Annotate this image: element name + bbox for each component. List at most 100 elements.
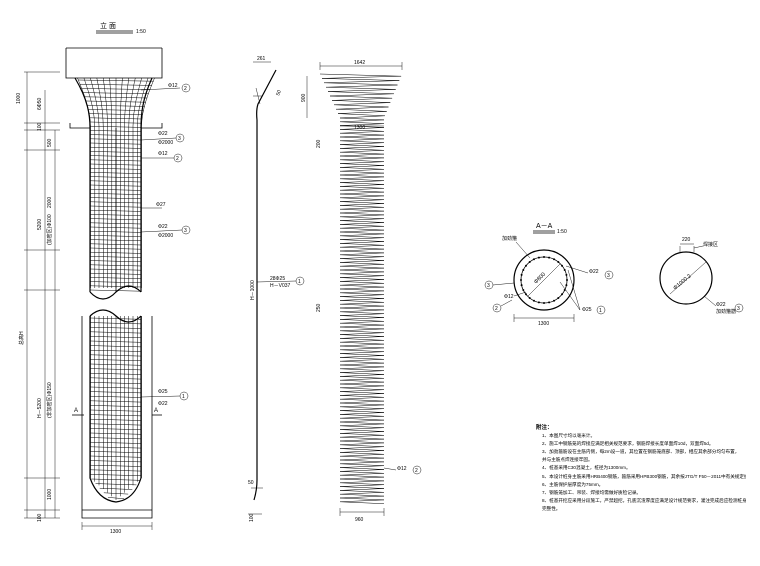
main-bar-dot [561,264,563,267]
longitudinal-line [128,77,136,288]
dim-1000-bot: 1000 [47,489,53,500]
note-item: 4、桩基采用C30混凝土，桩径为1300mm。 [542,465,631,471]
main-bar-dot [548,256,551,259]
hoop-bar: Φ22 [716,302,726,308]
main-bar-dot [528,297,531,299]
callout-12b: Φ12 [158,151,168,157]
main-bar-no: 1 [298,279,301,285]
hoop-bar-no: 3 [737,306,740,312]
main-bar-dot [565,284,568,287]
section-25: Φ25 [582,307,592,313]
longitudinal-line [77,77,91,288]
main-bar-dot [522,289,525,291]
longitudinal-line [96,77,104,288]
section-22: Φ22 [589,269,599,275]
notes-title: 附注： [536,425,553,431]
dim-1000-top: 1000 [16,93,22,104]
callout-22a-no: 3 [178,136,181,142]
longitudinal-line [124,77,130,288]
longitudinal-line [90,77,100,288]
hoop-circle [659,251,713,305]
main-bar-dot [525,264,527,267]
note-item: 1、本图尺寸均以毫米计。 [542,433,596,439]
main-bar-bot-dim: 50 [248,480,254,486]
main-bar-label2: H－V037 [270,283,291,289]
hoop-top-dim: 220 [682,237,691,243]
hoop-weld-label: 焊接区 [703,241,718,248]
dim-100-top: 100 [37,122,43,131]
main-bar-mid-label: H－1000 [250,280,256,300]
note-item: 完整性。 [542,505,561,511]
main-bar-dot [557,261,560,263]
spiral-inner-dim: 1300 [354,125,365,131]
spiral-label: Φ12 [397,466,407,472]
main-bar-dot [533,258,535,261]
longitudinal-line [132,77,142,288]
main-bar-dot [543,302,545,304]
longitudinal-line [120,77,123,288]
spiral-path [319,73,402,504]
main-bar-dot [565,273,568,276]
main-bar-dot [566,279,568,281]
main-bar-dot [522,269,525,271]
section-25-no: 1 [599,308,602,314]
note-item: 3、加劲箍筋设在主筋内侧，每2m设一道，其位置在钢筋笼底部、顶部，相应其余部分均… [542,449,740,455]
main-bar-dot [528,261,531,263]
callout-25-no: 1 [182,394,185,400]
main-bar-dot [543,256,545,258]
main-bar-dot [525,293,527,296]
dim-2000: 2000 [47,197,53,208]
hoop-dia: Φ1000.2 [672,273,692,291]
longitudinal-line [83,77,96,288]
notes-block: 附注： 1、本图尺寸均以毫米计。 2、施工中钢筋笼的焊接应满足相关规范要求，钢筋… [536,424,746,513]
longitudinal-line [141,77,155,288]
elevation-callouts: Φ12 2 Φ22 Φ2000 3 Φ12 2 Φ27 Φ22 Φ2000 3 … [140,83,191,407]
callout-25: Φ25 [158,389,168,395]
spiral-top-dim: 1642 [354,60,365,66]
dim-sparse-zone: (非加密区)Φ150 [46,382,53,418]
main-bar-dot [537,256,540,259]
main-bar-dot [557,297,560,299]
upper-cage-mesh [77,77,155,292]
callout-22b-sp: Φ2000 [158,233,173,239]
main-bar-dot [548,301,551,304]
note-item: 5、本设计桩身主筋采用HRB400钢筋，箍筋采用HPB300钢筋，其余按JTG/… [542,473,746,479]
elevation-scale: 1:50 [136,29,146,35]
dim-100-bot: 100 [37,513,43,522]
spiral-height-top: 900 [301,93,307,102]
hoop-view: 220 焊接区 Φ1000.2 Φ22 加劲箍筋 3 [659,237,744,315]
main-bar-dot [563,269,566,271]
elevation-title: 立 面 [100,21,116,30]
dim-500: 500 [47,138,53,147]
callout-27: Φ27 [156,202,166,208]
note-item: 8、桩基开挖应采用分段施工，严禁超挖，孔底沉渣厚度应满足设计规范要求，灌注完成后… [542,497,746,503]
dim-5200: 5200 [37,219,43,230]
spiral-label-no: 2 [415,468,418,474]
spiral-zigzag [319,73,402,504]
main-bar-dot [553,258,555,261]
callout-22b-no: 3 [184,228,187,234]
section-mark-left: A [74,408,78,414]
spiral-side-b: 250 [316,303,322,312]
section-no2: 2 [495,306,498,312]
longitudinal-line [102,77,108,288]
main-bar-top-dim: 261 [257,56,266,62]
section-width: 1300 [538,321,549,327]
main-bar-dot [553,299,555,302]
section-aa-view: A－A 1:50 Φ800 加劲箍 Φ22 3 3 Φ12 2 Φ25 1 13… [484,223,614,327]
lower-cage-outline [89,316,142,503]
main-bar-top-small: 50 [275,89,283,96]
section-mark-right: A [154,408,158,414]
main-bar-bot-small: 100 [249,513,255,522]
main-bar-dot [520,279,522,281]
main-bar-dot [537,301,540,304]
longitudinal-line [109,77,113,288]
callout-top-12: Φ12 [168,83,178,89]
break-line-lower [89,309,142,323]
callout-12b-no: 2 [176,156,179,162]
hoop-bar-note: 加劲箍筋 [716,308,736,315]
note-item: 2、施工中钢筋笼的焊接应满足相关规范要求，钢筋焊接长度单面焊10d，双面焊5d。 [542,441,714,447]
spiral-side-a: 200 [316,139,322,148]
callout-22a: Φ22 [158,131,168,137]
